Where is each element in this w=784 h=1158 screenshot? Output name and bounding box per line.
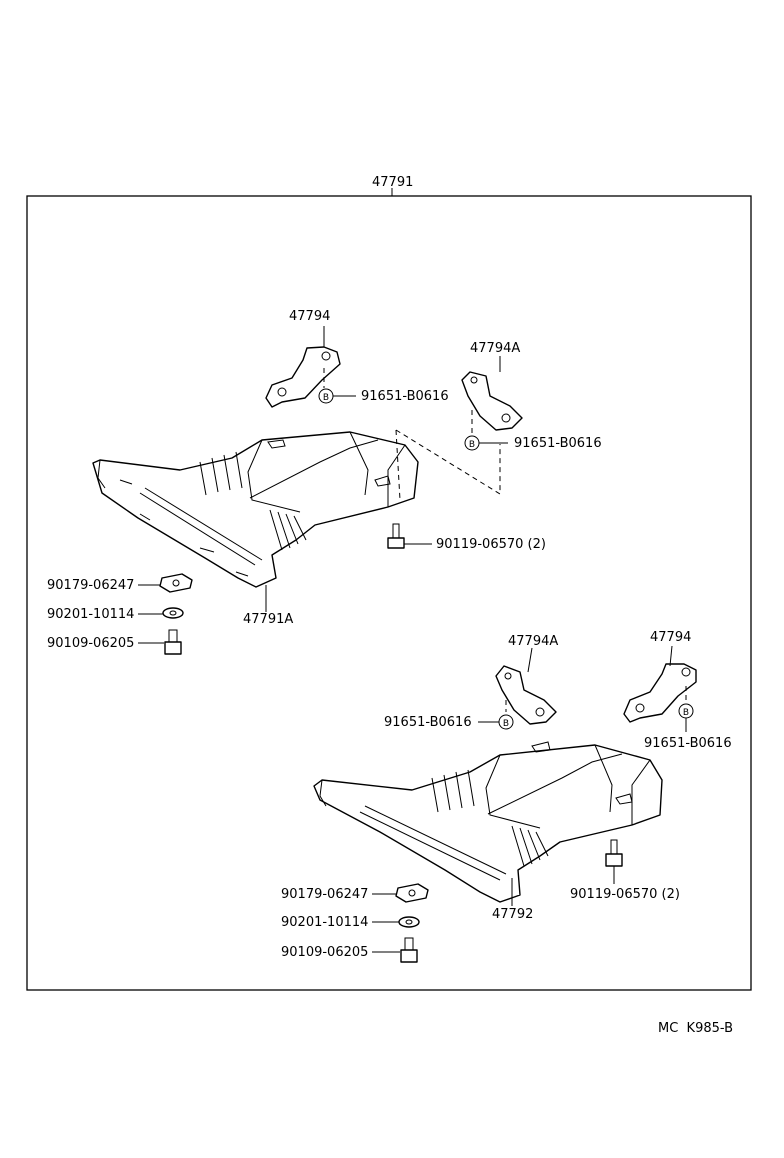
upper-bracket-right-label: 47794A: [470, 341, 521, 356]
upper-bolt-90109-label: 90109-06205: [47, 636, 135, 651]
assembly-frame: [26, 195, 752, 991]
upper-bracket-47794-drawing: [265, 326, 341, 408]
lower-clip-nut-drawing: [395, 883, 429, 903]
marker-b-upper-right: B: [464, 435, 508, 451]
upper-bolt-90119-drawing: [387, 523, 432, 549]
assembly-number-label: 47791: [372, 175, 414, 190]
lower-bracket-47794a-drawing: [495, 647, 557, 725]
lower-bracket-left-label: 47794A: [508, 634, 559, 649]
upper-bracket-47794a-drawing: [461, 356, 523, 436]
lower-bracket-right-label: 47794: [650, 630, 692, 645]
upper-bolt-90109-drawing: [164, 629, 182, 655]
upper-bolt-b-right-label: 91651-B0616: [514, 436, 602, 451]
lower-clip-nut-label: 90179-06247: [281, 887, 369, 902]
upper-clip-nut-label: 90179-06247: [47, 578, 135, 593]
marker-b-lower-left: B: [478, 714, 514, 730]
upper-alignment-guide: [395, 429, 501, 501]
upper-bolt-b-left-label: 91651-B0616: [361, 389, 449, 404]
lower-bolt-90119-label: 90119-06570 (2): [570, 887, 680, 902]
marker-b-upper-left: B: [318, 388, 356, 404]
svg-text:B: B: [683, 708, 689, 718]
footer-code: MC K985-B: [658, 1021, 734, 1036]
svg-text:B: B: [503, 719, 509, 729]
lower-bolt-90119-drawing: [605, 839, 623, 884]
svg-text:B: B: [469, 440, 475, 450]
upper-washer-label: 90201-10114: [47, 607, 135, 622]
lower-bolt-b-left-label: 91651-B0616: [384, 715, 472, 730]
lower-washer-drawing: [398, 916, 420, 928]
lower-washer-label: 90201-10114: [281, 915, 369, 930]
marker-b-lower-right: B: [678, 703, 694, 732]
svg-text:B: B: [323, 393, 329, 403]
lower-cover-label: 47792: [492, 907, 534, 922]
upper-cover-label: 47791A: [243, 612, 294, 627]
lower-bolt-90109-drawing: [400, 937, 418, 963]
lower-cover-drawing: [313, 741, 663, 903]
upper-bolt-90119-label: 90119-06570 (2): [436, 537, 546, 552]
upper-bracket-left-label: 47794: [289, 309, 331, 324]
lower-bolt-b-right-label: 91651-B0616: [644, 736, 732, 751]
lower-bolt-90109-label: 90109-06205: [281, 945, 369, 960]
upper-cover-drawing: [92, 431, 419, 588]
lower-bracket-47794-drawing: [623, 645, 697, 723]
upper-washer-drawing: [162, 607, 184, 619]
upper-clip-nut-drawing: [159, 573, 193, 593]
